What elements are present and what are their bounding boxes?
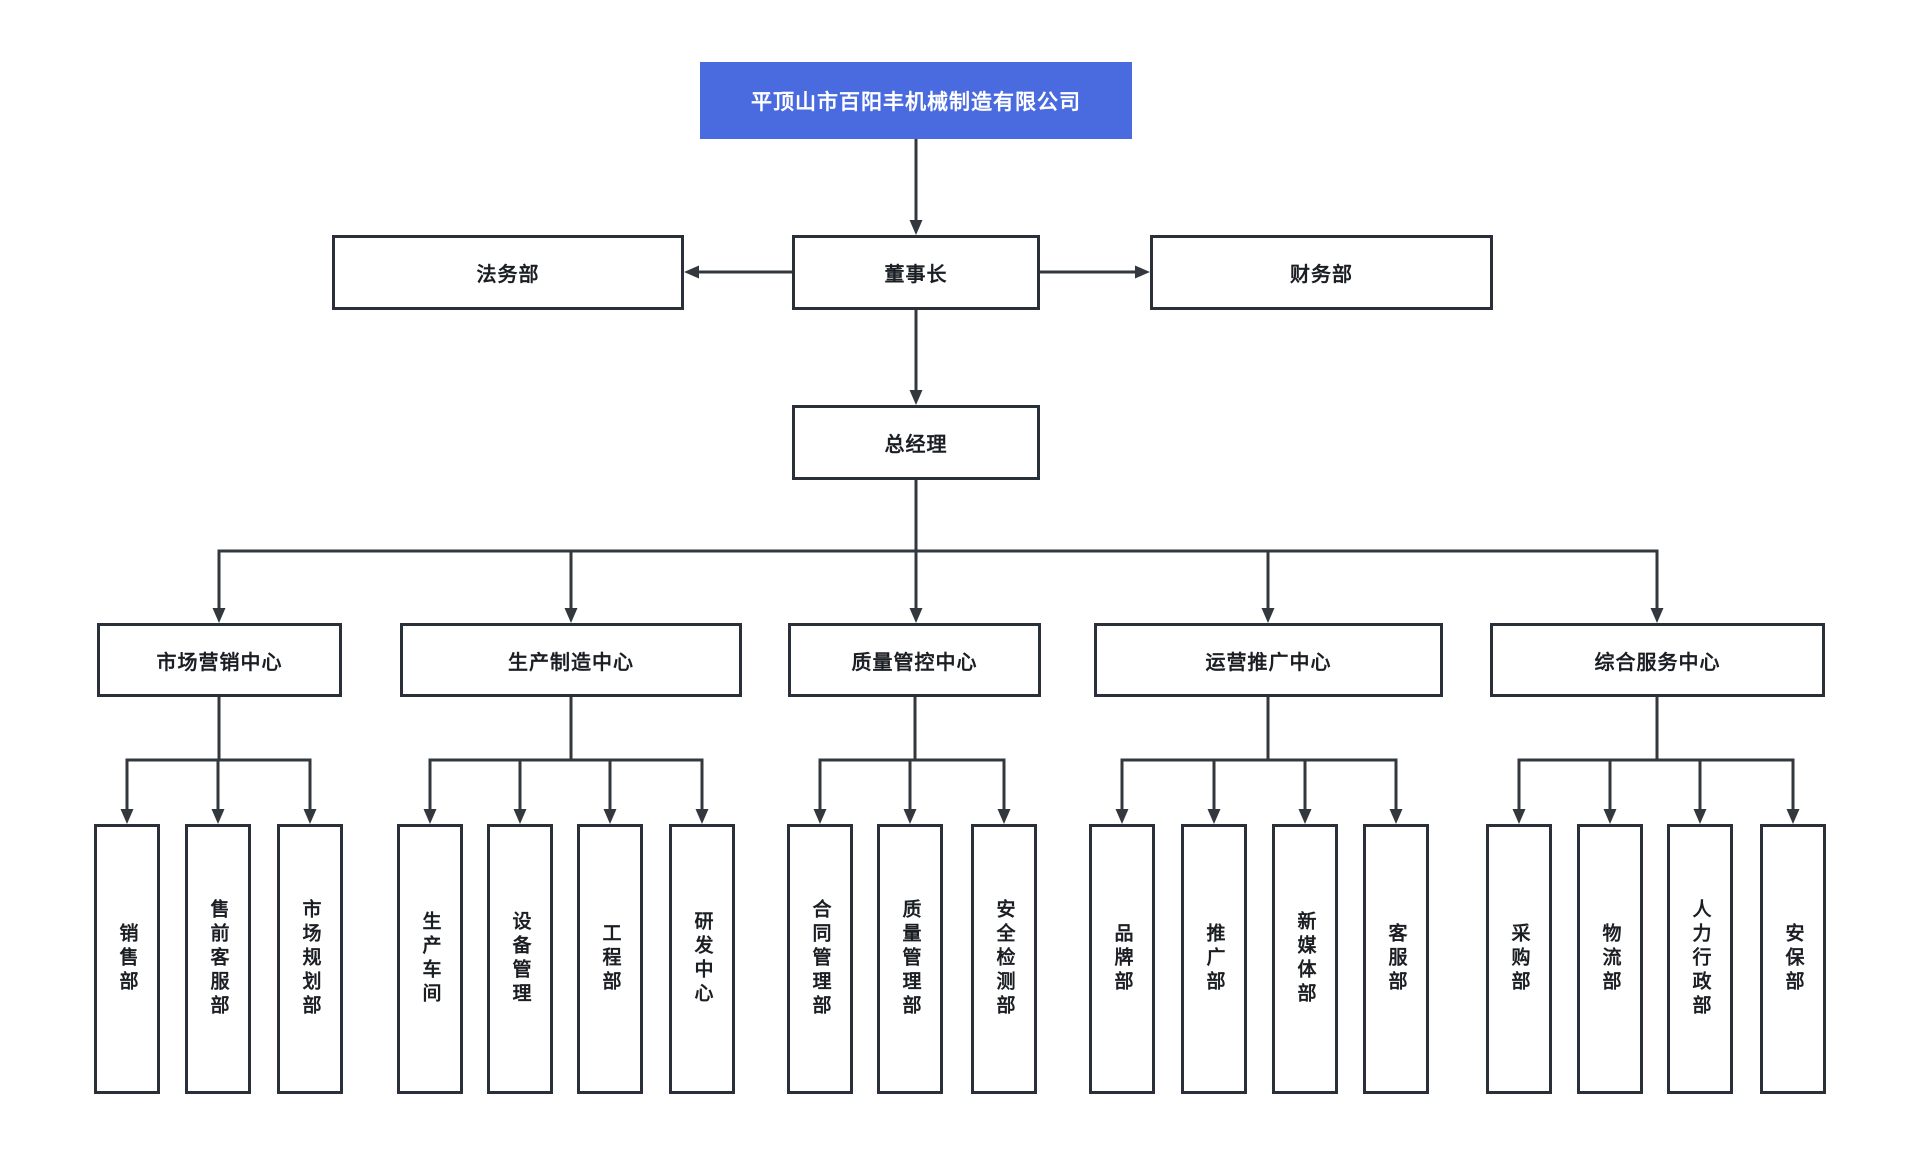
leaf-label-promotion: 推广部 [1203, 923, 1225, 995]
leaf-node-brand[interactable]: 品牌部 [1089, 824, 1155, 1094]
center-label-marketing: 市场营销中心 [156, 651, 283, 674]
leaf-node-customer-service[interactable]: 客服部 [1363, 824, 1429, 1094]
leaf-node-production-workshop[interactable]: 生产车间 [397, 824, 463, 1094]
leaf-node-market-planning[interactable]: 市场规划部 [277, 824, 343, 1094]
leaf-node-procurement[interactable]: 采购部 [1486, 824, 1552, 1094]
chairman-label: 董事长 [884, 264, 948, 286]
center-label-production: 生产制造中心 [508, 651, 634, 674]
legal-dept-node[interactable]: 法务部 [332, 235, 684, 310]
center-label-services: 综合服务中心 [1594, 651, 1721, 674]
leaf-label-quality-management: 质量管理部 [899, 899, 921, 1019]
leaf-node-new-media[interactable]: 新媒体部 [1272, 824, 1338, 1094]
leaf-node-engineering[interactable]: 工程部 [577, 824, 643, 1094]
leaf-node-security[interactable]: 安保部 [1760, 824, 1826, 1094]
center-node-marketing[interactable]: 市场营销中心 [97, 623, 342, 697]
leaf-node-presales-service[interactable]: 售前客服部 [185, 824, 251, 1094]
center-label-quality: 质量管控中心 [851, 651, 978, 674]
leaf-label-production-workshop: 生产车间 [419, 911, 441, 1007]
company-node[interactable]: 平顶山市百阳丰机械制造有限公司 [700, 62, 1132, 139]
leaf-label-market-planning: 市场规划部 [299, 899, 321, 1019]
leaf-label-engineering: 工程部 [599, 923, 621, 995]
company-label: 平顶山市百阳丰机械制造有限公司 [751, 90, 1081, 114]
leaf-label-equipment-management: 设备管理 [509, 911, 531, 1007]
general-manager-node[interactable]: 总经理 [792, 405, 1040, 480]
leaf-label-customer-service: 客服部 [1385, 923, 1407, 995]
leaf-node-promotion[interactable]: 推广部 [1181, 824, 1247, 1094]
leaf-label-sales: 销售部 [116, 923, 138, 995]
leaf-node-quality-management[interactable]: 质量管理部 [877, 824, 943, 1094]
leaf-label-security: 安保部 [1782, 923, 1804, 995]
center-node-operations[interactable]: 运营推广中心 [1094, 623, 1443, 697]
center-node-production[interactable]: 生产制造中心 [400, 623, 742, 697]
finance-dept-node[interactable]: 财务部 [1150, 235, 1493, 310]
legal-dept-label: 法务部 [476, 264, 540, 286]
center-node-services[interactable]: 综合服务中心 [1490, 623, 1825, 697]
leaf-node-contract-management[interactable]: 合同管理部 [787, 824, 853, 1094]
leaf-label-rd-center: 研发中心 [691, 911, 713, 1007]
leaf-node-hr-admin[interactable]: 人力行政部 [1667, 824, 1733, 1094]
finance-dept-label: 财务部 [1290, 264, 1353, 286]
leaf-node-sales[interactable]: 销售部 [94, 824, 160, 1094]
leaf-label-logistics: 物流部 [1599, 923, 1621, 995]
leaf-label-brand: 品牌部 [1111, 923, 1133, 995]
leaf-label-safety-inspection: 安全检测部 [993, 899, 1015, 1019]
leaf-label-new-media: 新媒体部 [1294, 911, 1316, 1007]
leaf-node-logistics[interactable]: 物流部 [1577, 824, 1643, 1094]
leaf-node-safety-inspection[interactable]: 安全检测部 [971, 824, 1037, 1094]
general-manager-label: 总经理 [884, 434, 948, 456]
leaf-label-contract-management: 合同管理部 [809, 899, 831, 1019]
leaf-label-hr-admin: 人力行政部 [1689, 899, 1711, 1019]
leaf-label-presales-service: 售前客服部 [207, 899, 229, 1019]
leaf-node-rd-center[interactable]: 研发中心 [669, 824, 735, 1094]
center-node-quality[interactable]: 质量管控中心 [788, 623, 1041, 697]
chairman-node[interactable]: 董事长 [792, 235, 1040, 310]
leaf-node-equipment-management[interactable]: 设备管理 [487, 824, 553, 1094]
leaf-label-procurement: 采购部 [1508, 923, 1530, 995]
center-label-operations: 运营推广中心 [1205, 651, 1332, 674]
